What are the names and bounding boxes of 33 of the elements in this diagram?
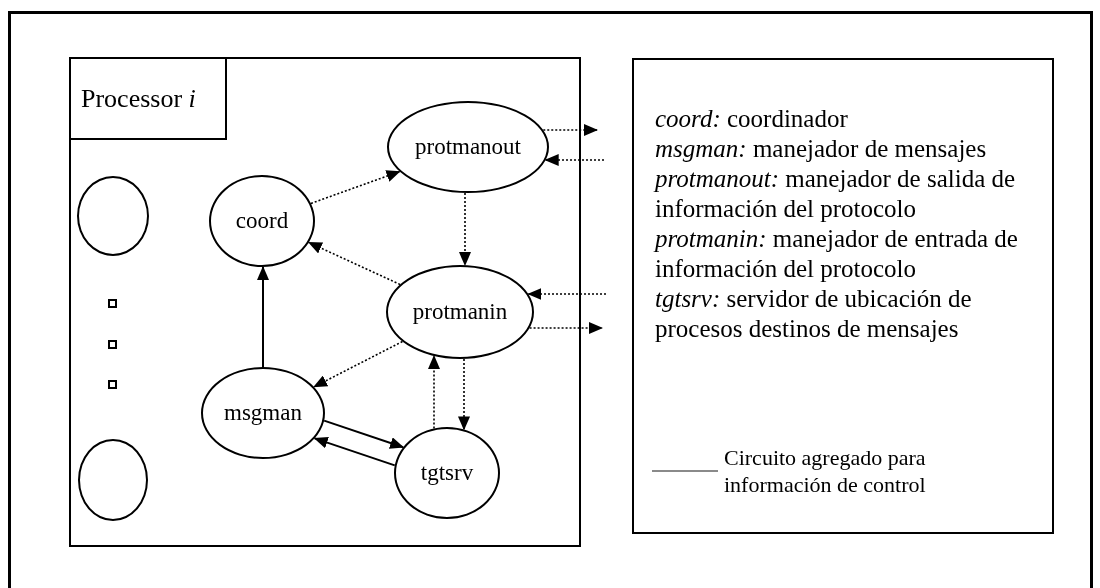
legend-text: Circuito agregado para información de control [724,444,927,498]
process-label: coord [235,207,289,235]
empty-ellipse [78,439,148,521]
process-label: protmanout [414,133,521,161]
process-ellipse [386,265,534,359]
dotted-arrow [458,358,470,431]
dotted-arrow [542,124,598,136]
process-label: protmanin [412,298,508,326]
process-ellipse [394,427,500,519]
dotted-arrow [310,170,401,205]
empty-ellipse [77,176,149,256]
arrow [323,419,405,449]
processor-label: Processor i [81,83,196,114]
glossary-entry: tgtsrv: servidor de ubicación de procesos destinos de mensajes [655,284,973,344]
dotted-arrow [527,288,607,300]
dotted-arrow [544,154,605,166]
process-label: tgtsrv [420,459,474,487]
legend-panel [632,58,1054,534]
process-label: msgman [224,399,302,427]
dotted-arrow [313,340,404,388]
process-ellipse [201,367,325,459]
process-ellipse [387,101,549,193]
processor-label-box [69,57,227,140]
arrow [313,436,396,467]
dotted-arrow [528,322,603,334]
processor-panel [69,57,581,547]
dotted-arrow [428,355,440,430]
arrow [257,266,269,368]
dotted-arrow [459,192,471,267]
glossary-entry: msgman: manejador de mensajes [655,134,988,164]
process-ellipse [209,175,315,267]
dotted-arrow [307,241,401,286]
glossary-entry: coord: coordinador [655,104,849,134]
